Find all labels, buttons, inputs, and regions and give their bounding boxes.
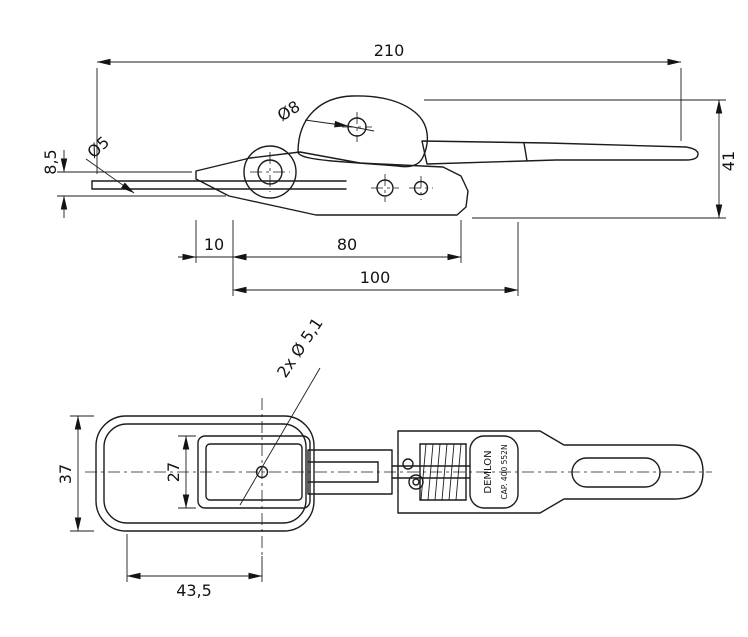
marking-box [469, 435, 519, 509]
body-marking-capacity: CAP. 400 552N [500, 444, 509, 499]
dim-chain-bottom: 10 80 100 [178, 220, 519, 296]
dim-inner-width-label: 27 [164, 462, 183, 482]
leader-line [85, 158, 135, 194]
body-outline [397, 430, 704, 514]
adjuster-detail-inner [412, 478, 420, 486]
side-view-part [91, 95, 699, 216]
spring-coil-line [420, 443, 427, 501]
dim-overall-length-label: 210 [374, 41, 405, 60]
spring-coil-line [448, 443, 455, 501]
latch-plate-outline [307, 449, 393, 495]
adjuster-detail-outer [408, 474, 424, 490]
spring-coil-line [441, 443, 448, 501]
leader-line [239, 367, 321, 506]
bracket-outer-outline [197, 435, 311, 509]
rod-diameter-label: Ø5 [84, 132, 114, 161]
dim-hole-distance-label: 43,5 [176, 581, 212, 600]
leader-line-tail [347, 125, 375, 132]
dim-inner-width: 27 [164, 435, 196, 509]
base-plate-outline [195, 151, 469, 216]
bail-outer-outline [95, 415, 315, 532]
spring-coil-line [455, 443, 462, 501]
spring-coil-line [427, 443, 434, 501]
dim-width: 37 [56, 415, 94, 532]
dim-rod-offset-label: 8,5 [41, 149, 60, 174]
cam-hole-diameter-callout: Ø8 [274, 97, 375, 132]
dim-hole-distance: 43,5 [126, 534, 263, 600]
grip-slot-outline [571, 457, 661, 488]
plan-view-part: DEMLON CAP. 400 552N [95, 415, 704, 532]
dim-overall-length: 210 [96, 41, 682, 174]
dim-hole-offset-label: 10 [204, 235, 224, 254]
dim-base-length-label: 100 [360, 268, 391, 287]
leader-line [304, 119, 349, 128]
cam-hole-diameter-label: Ø8 [274, 97, 303, 125]
bail-inner-outline [103, 423, 307, 524]
handle-outline [421, 140, 699, 165]
rod-diameter-callout: Ø5 [84, 132, 135, 194]
dim-hole-spacing-label: 80 [337, 235, 357, 254]
cam-outline [297, 95, 429, 168]
dim-width-label: 37 [56, 464, 75, 484]
body-marking-brand: DEMLON [483, 450, 494, 493]
handle-step-line [523, 142, 528, 162]
side-view: 210 41 8,5 Ø5 Ø8 [41, 41, 738, 296]
pivot-boss [243, 145, 297, 199]
adjuster-detail-small [402, 458, 414, 470]
dim-rod-offset: 8,5 [41, 149, 226, 218]
dim-height-label: 41 [719, 151, 738, 171]
bracket-inner-outline [205, 443, 303, 501]
dim-height: 41 [424, 99, 738, 219]
spring-coil-line [434, 443, 441, 501]
spring [419, 443, 467, 501]
plan-view: DEMLON CAP. 400 552N 37 27 43,5 2x Ø [56, 314, 712, 600]
